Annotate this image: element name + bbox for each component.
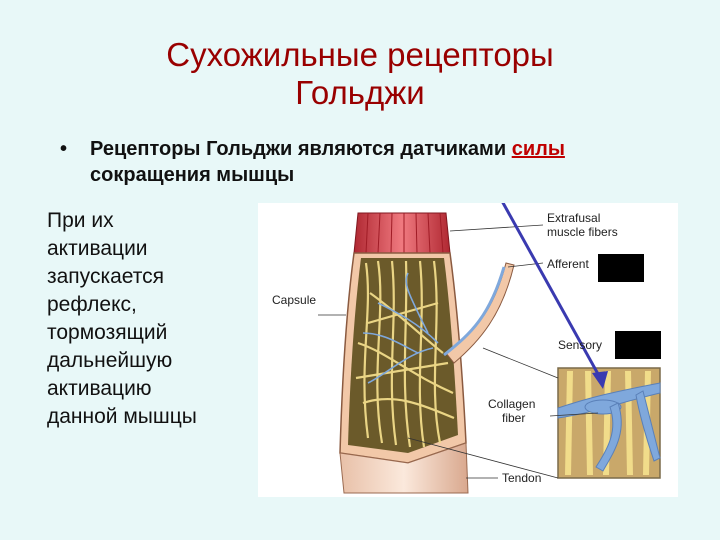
side-text: При их активации запускается рефлекс, то… xyxy=(47,207,247,431)
bullet-text-underlined: силы xyxy=(512,138,565,160)
bullet-dot: • xyxy=(60,136,67,162)
redaction-box xyxy=(615,331,661,359)
bullet-text: Рецепторы Гольджи являются датчиками сил… xyxy=(90,136,650,188)
label-afferent: Afferent xyxy=(547,257,589,271)
side-line: При их xyxy=(47,207,247,235)
title-line-2: Гольджи xyxy=(110,74,610,112)
side-line: активации xyxy=(47,235,247,263)
side-line: рефлекс, xyxy=(47,291,247,319)
bullet-text-before: Рецепторы Гольджи являются датчиками xyxy=(90,138,512,160)
side-line: данной мышцы xyxy=(47,403,247,431)
side-line: активацию xyxy=(47,375,247,403)
label-collagen: Collagen fiber xyxy=(488,397,535,425)
slide-title: Сухожильные рецепторы Гольджи xyxy=(110,36,610,112)
title-line-1: Сухожильные рецепторы xyxy=(110,36,610,74)
muscle-fibers xyxy=(354,213,450,253)
bullet-text-after: сокращения мышцы xyxy=(90,164,294,186)
redaction-box xyxy=(598,254,644,282)
side-line: тормозящий xyxy=(47,319,247,347)
label-tendon: Tendon xyxy=(502,471,541,485)
label-capsule: Capsule xyxy=(272,293,316,307)
side-line: запускается xyxy=(47,263,247,291)
golgi-tendon-organ-figure: Extrafusal muscle fibers Afferent Capsul… xyxy=(258,203,678,497)
side-line: дальнейшую xyxy=(47,347,247,375)
label-sensory: Sensory xyxy=(558,338,602,352)
label-extrafusal: Extrafusal muscle fibers xyxy=(547,211,618,239)
